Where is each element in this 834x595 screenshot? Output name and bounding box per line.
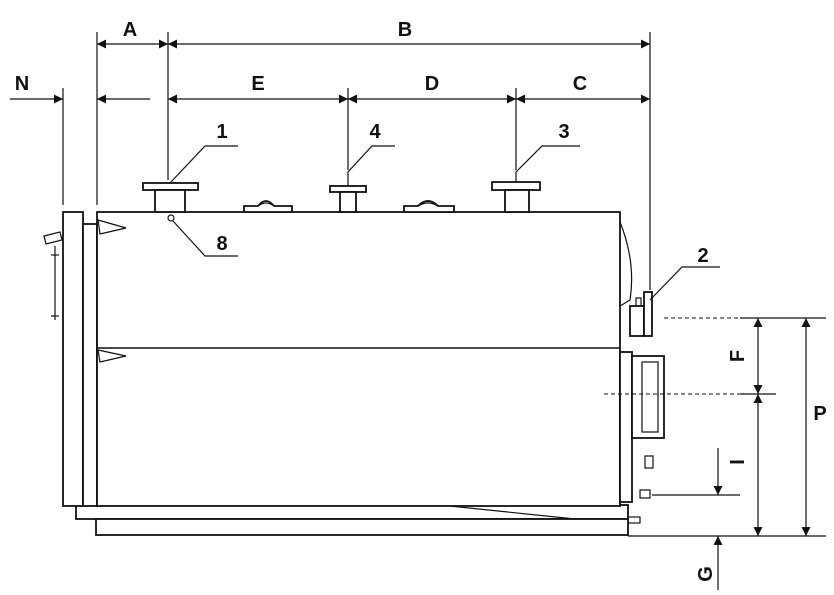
connection-label-group: 1 4 3 8 2 [216,121,708,267]
rear-return-stub [639,489,651,499]
connection-3-pipe [504,189,530,213]
base-drain-stub [627,516,641,524]
dim-label-e: E [251,73,264,95]
flue-outlet-stub [635,297,642,307]
base-frame-lower [95,518,629,536]
boiler-shell [96,211,621,507]
dim-label-a: A [123,19,137,41]
connection-label-2: 2 [697,245,708,267]
rear-fitting [644,455,654,469]
dim-label-f: F [727,350,749,362]
connection-label-1: 1 [216,121,227,143]
peephole-handle [43,231,63,245]
dimension-lines [10,32,826,590]
flue-outlet-flange [643,291,653,337]
burner-opening [641,361,659,433]
front-door-plate [62,211,84,507]
dim-label-g: G [695,566,717,582]
leader-8 [172,220,238,257]
dim-label-i: I [727,459,749,465]
connection-1-flange [142,182,199,191]
dim-label-c: C [573,73,587,95]
connection-label-8: 8 [216,233,227,255]
leader-1 [169,145,238,184]
connection-label-4: 4 [369,121,381,143]
rear-smoke-chamber [619,221,633,307]
base-slope-line [439,504,576,520]
door-hinge-lower [97,349,127,363]
leader-3 [515,145,580,182]
connection-label-3: 3 [558,121,569,143]
leader-4 [347,145,395,186]
dim-label-n: N [15,73,29,95]
front-door-frame [82,223,98,507]
leader-2 [649,266,720,301]
connection-4-pipe [339,191,357,213]
connection-8-sensor [167,214,175,222]
door-hinge-upper [97,219,127,235]
flue-outlet-pipe [629,305,645,337]
lifting-lug-right-hole [417,202,439,207]
dim-label-d: D [425,73,439,95]
dimension-label-group: A B E D C N P F I G [15,19,827,582]
dim-label-b: B [398,19,412,41]
connection-1-pipe [154,189,186,213]
boiler-body [43,211,665,536]
burner-back-plate [619,351,633,503]
callout-leaders [169,145,720,301]
lifting-lug-left-hole [257,202,275,207]
dim-label-p: P [813,403,826,425]
burner-flange [631,355,665,439]
base-frame-upper [75,504,629,520]
connection-3-flange [491,181,541,191]
